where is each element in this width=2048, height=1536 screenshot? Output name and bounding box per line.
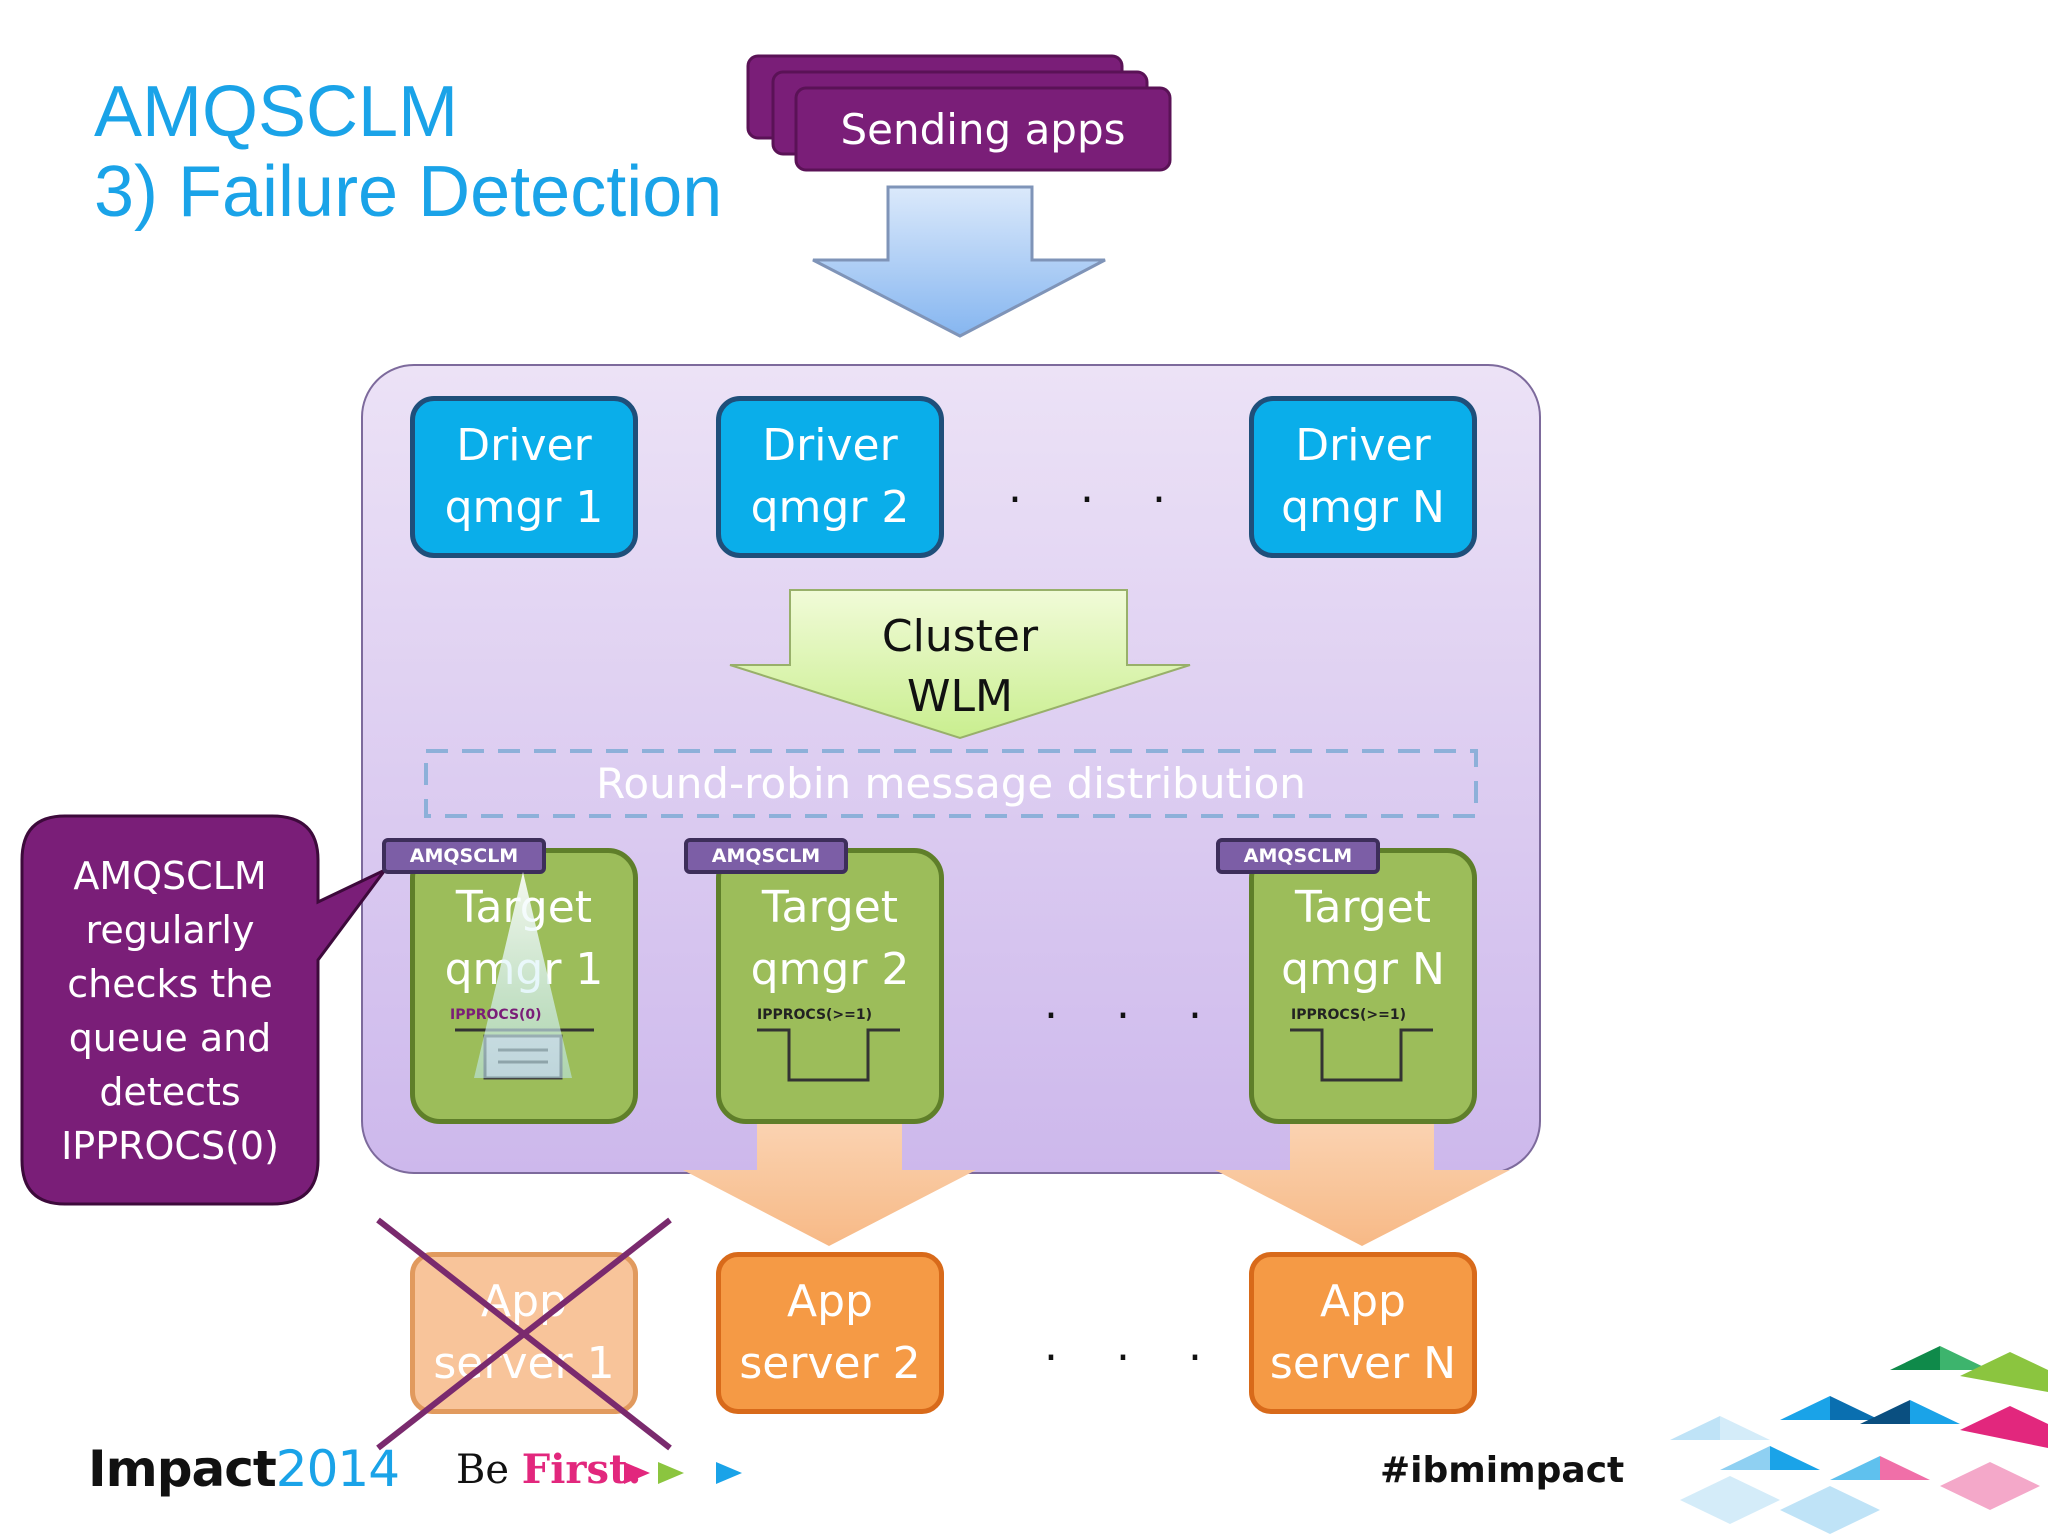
round-robin-label: Round-robin message distribution [596, 759, 1306, 808]
driver-qmgr-2: Driver qmgr 2 [716, 396, 944, 558]
cluster-wlm-arrow [729, 589, 1191, 740]
app-server-n: App server N [1249, 1252, 1477, 1414]
driver-qmgr-n: Driver qmgr N [1249, 396, 1477, 558]
amqsclm-tag-1: AMQSCLM [382, 838, 546, 874]
blue-play-icon [716, 1462, 742, 1484]
app-server-ellipsis: . . . [1044, 1320, 1224, 1371]
slide-title-line-1: AMQSCLM [94, 72, 459, 152]
delivery-arrow-n [1215, 1098, 1510, 1246]
ipprocs-label-1: IPPROCS(0) [450, 1007, 542, 1023]
target-qmgr-n-label: Target qmgr N [1281, 882, 1445, 995]
target-qmgr-n: Target qmgr N [1249, 848, 1477, 1124]
hashtag: #ibmimpact [1380, 1450, 1625, 1491]
delivery-arrow-2 [683, 1098, 976, 1246]
impact-logo-year: 2014 [275, 1440, 400, 1498]
app-server-2: App server 2 [716, 1252, 944, 1414]
slogan-arrows [624, 1462, 742, 1484]
target-ellipsis: . . . [1044, 978, 1224, 1029]
callout-text: AMQSCLM regularly checks the queue and d… [61, 854, 279, 1168]
be-first-slogan: Be First. [456, 1446, 641, 1493]
callout-bubble [20, 814, 387, 1206]
target-qmgr-2: Target qmgr 2 [716, 848, 944, 1124]
driver-ellipsis: . . . [1008, 462, 1188, 513]
decorative-cubes [1670, 1346, 2048, 1534]
slogan-be: Be [456, 1447, 510, 1493]
impact-logo-word: Impact [88, 1440, 277, 1498]
impact-logo: Impact2014 [88, 1440, 400, 1498]
sending-apps-label: Sending apps [840, 104, 1126, 154]
sending-arrow [812, 185, 1106, 338]
slogan-first: First. [521, 1446, 642, 1493]
ipprocs-label-2: IPPROCS(>=1) [757, 1007, 873, 1023]
driver-qmgr-1: Driver qmgr 1 [410, 396, 638, 558]
sending-apps-card-front [794, 86, 1172, 172]
slide-title-line-2: 3) Failure Detection [94, 152, 723, 232]
target-qmgr-1-label: Target qmgr 1 [444, 882, 604, 995]
amqsclm-tag-n: AMQSCLM [1216, 838, 1380, 874]
pink-play-icon [624, 1462, 650, 1484]
round-robin-box [424, 749, 1478, 818]
amqsclm-tag-2: AMQSCLM [684, 838, 848, 874]
cluster-wlm-label: Cluster WLM [881, 611, 1039, 722]
green-play-icon [658, 1462, 684, 1484]
target-qmgr-2-label: Target qmgr 2 [750, 882, 910, 995]
target-qmgr-1: Target qmgr 1 [410, 848, 638, 1124]
app-server-1: App server 1 [410, 1252, 638, 1414]
ipprocs-label-n: IPPROCS(>=1) [1291, 1007, 1407, 1023]
